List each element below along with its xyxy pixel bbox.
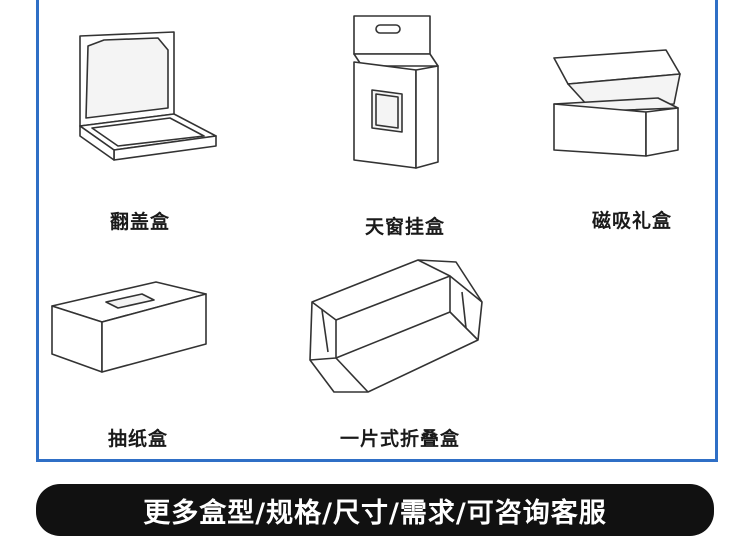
- magnetic-gift-box-label: 磁吸礼盒: [592, 210, 673, 232]
- consult-banner: 更多盒型/规格/尺寸/需求/可咨询客服: [36, 484, 714, 536]
- consult-banner-text: 更多盒型/规格/尺寸/需求/可咨询客服: [143, 497, 607, 529]
- flip-lid-box-label: 翻盖盒: [110, 211, 171, 233]
- tissue-box-label: 抽纸盒: [108, 428, 169, 450]
- window-hanging-box-label: 天窗挂盒: [365, 216, 446, 238]
- one-piece-folding-box-label: 一片式折叠盒: [340, 428, 461, 450]
- tissue-box-icon: [44, 272, 214, 380]
- magnetic-gift-box-icon: [548, 46, 686, 161]
- one-piece-folding-box-icon: [306, 252, 488, 400]
- flip-lid-box-icon: [74, 28, 224, 163]
- window-hanging-box-icon: [346, 12, 446, 172]
